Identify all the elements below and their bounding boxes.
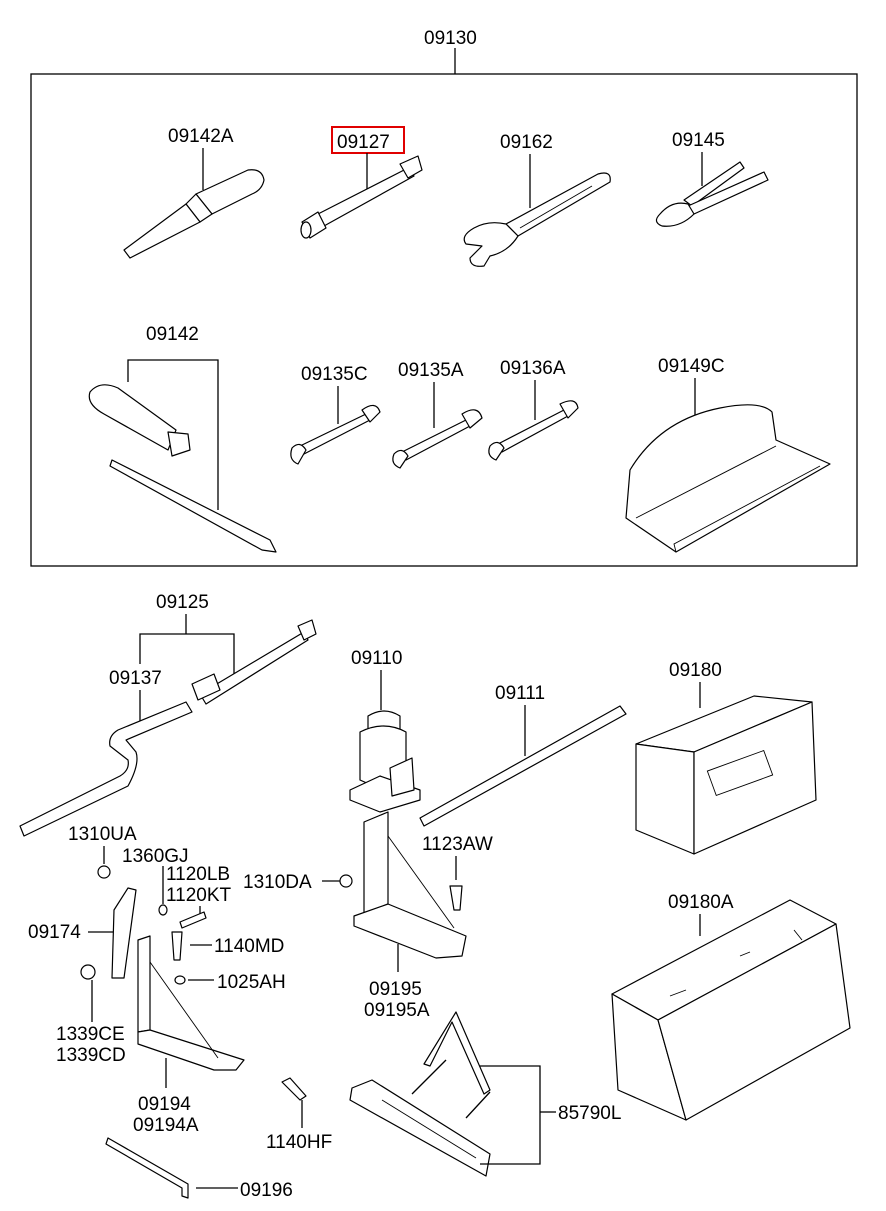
hex-key-09196: 09196	[105, 1137, 293, 1201]
tool-bag-09149C: 09149C	[625, 356, 831, 553]
wheel-brace-09125: 09125 09137	[19, 592, 317, 837]
callout-09194A[interactable]: 09194A	[133, 1115, 199, 1136]
fasteners-group: 1310UA 1360GJ 1120LB 1120KT 1310DA 1123A…	[28, 824, 493, 1066]
callout-09110[interactable]: 09110	[351, 648, 402, 669]
screwdriver-09142A: 09142A	[123, 126, 265, 259]
callout-09135A[interactable]: 09135A	[398, 360, 464, 381]
callout-1339CD[interactable]: 1339CD	[56, 1045, 126, 1066]
callout-09174[interactable]: 09174	[28, 922, 81, 943]
tool-kit-group: 09130	[30, 28, 858, 567]
tool-kit-frame	[30, 73, 858, 567]
callout-09180A[interactable]: 09180A	[668, 892, 734, 913]
callout-1123AW[interactable]: 1123AW	[422, 834, 493, 855]
warning-triangle-85790L: 85790L	[349, 1011, 621, 1177]
bracket-09195: 09195 09195A	[353, 811, 467, 1021]
callout-1120LB[interactable]: 1120LB	[166, 864, 230, 885]
callout-09127[interactable]: 09127	[337, 132, 390, 153]
callout-1339CE[interactable]: 1339CE	[56, 1024, 125, 1045]
callout-1310DA[interactable]: 1310DA	[243, 872, 312, 893]
callout-09125[interactable]: 09125	[156, 592, 209, 613]
callout-1140MD[interactable]: 1140MD	[214, 936, 284, 957]
callout-09180[interactable]: 09180	[669, 660, 722, 681]
callout-85790L[interactable]: 85790L	[558, 1103, 621, 1124]
adjustable-wrench-09162: 09162	[463, 132, 611, 267]
callout-09136A[interactable]: 09136A	[500, 358, 566, 379]
screwdriver-set-09142: 09142	[88, 324, 277, 553]
wrench-09135C: 09135C	[290, 364, 381, 465]
callout-09142A[interactable]: 09142A	[168, 126, 234, 147]
bracket-09194: 09194 09194A	[133, 935, 245, 1136]
callout-09111[interactable]: 09111	[495, 683, 545, 704]
wrench-09136A: 09136A	[488, 358, 579, 461]
callout-1025AH[interactable]: 1025AH	[217, 972, 286, 993]
callout-09162[interactable]: 09162	[500, 132, 553, 153]
highlight-box	[331, 126, 405, 154]
callout-09137[interactable]: 09137	[109, 668, 162, 689]
wrench-09135A: 09135A	[392, 360, 483, 469]
callout-09195[interactable]: 09195	[369, 979, 422, 1000]
pliers-09145: 09145	[655, 130, 769, 227]
tool-box-09180: 09180	[635, 660, 817, 855]
callout-09145[interactable]: 09145	[672, 130, 725, 151]
callout-1140HF[interactable]: 1140HF	[266, 1132, 332, 1153]
socket-extension-09127: 09127	[300, 126, 423, 239]
callout-09195A[interactable]: 09195A	[364, 1000, 430, 1021]
callout-1310UA[interactable]: 1310UA	[68, 824, 137, 845]
callout-09194[interactable]: 09194	[138, 1094, 191, 1115]
bolt-1140HF: 1140HF	[266, 1077, 332, 1153]
callout-09142[interactable]: 09142	[146, 324, 199, 345]
callout-09196[interactable]: 09196	[240, 1180, 293, 1201]
bottle-jack-09110: 09110	[349, 648, 421, 813]
callout-1360GJ[interactable]: 1360GJ	[122, 846, 189, 867]
tool-box-09180A: 09180A	[611, 892, 851, 1121]
callout-1120KT[interactable]: 1120KT	[166, 885, 232, 906]
callout-09135C[interactable]: 09135C	[301, 364, 368, 385]
jack-handle-09111: 09111	[419, 683, 627, 827]
callout-09149C[interactable]: 09149C	[658, 356, 725, 377]
callout-09130[interactable]: 09130	[424, 28, 477, 49]
